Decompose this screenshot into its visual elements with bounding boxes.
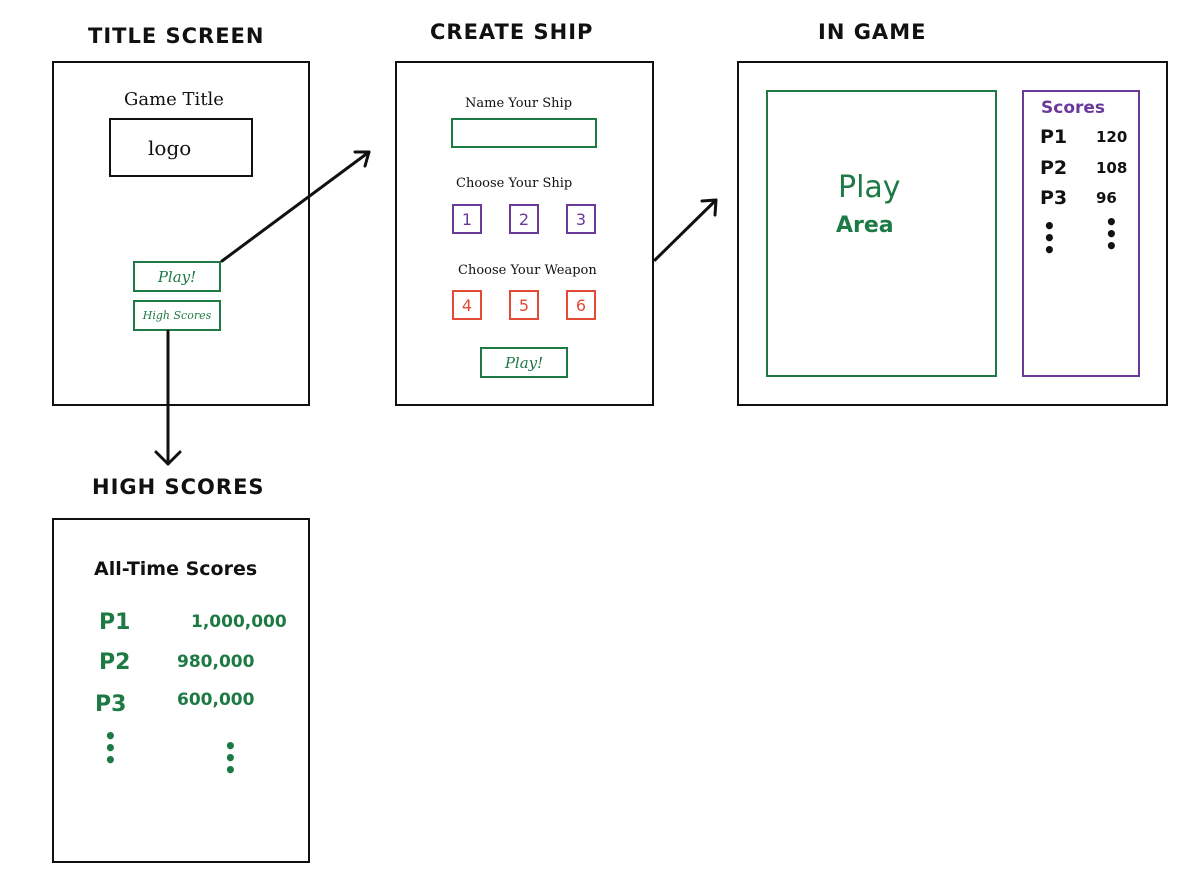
weapon-option-4[interactable]: 4: [452, 290, 482, 320]
choose-your-ship-label: Choose Your Ship: [456, 176, 573, 191]
ship-option-1[interactable]: 1: [452, 204, 482, 234]
score-row-player: P1: [1040, 126, 1068, 148]
score-row-value: 108: [1096, 159, 1128, 177]
play-area-label-line1: Play: [838, 170, 901, 205]
arrow-create-ship-to-in-game: [653, 198, 718, 262]
high-score-value: 980,000: [177, 652, 255, 672]
high-score-value: 600,000: [177, 690, 255, 710]
high-scores-frame: [52, 518, 310, 863]
arrowhead-in-game: [700, 198, 718, 217]
more-scores-ellipsis: •••: [1043, 214, 1056, 262]
score-row-player: P2: [1040, 157, 1068, 179]
high-scores-heading: HIGH SCORES: [92, 475, 265, 499]
choose-your-weapon-label: Choose Your Weapon: [458, 263, 597, 278]
weapon-option-6[interactable]: 6: [566, 290, 596, 320]
ship-name-input[interactable]: [451, 118, 597, 148]
high-score-player: P2: [99, 650, 131, 675]
high-score-value: 1,000,000: [191, 612, 287, 632]
more-high-scores-ellipsis: •••: [104, 724, 117, 772]
arrowhead-create-ship: [353, 150, 371, 168]
create-ship-play-button[interactable]: Play!: [480, 347, 568, 378]
logo-box: [109, 118, 253, 177]
arrowhead-high-scores: [154, 450, 182, 466]
scores-panel: [1022, 90, 1140, 377]
weapon-option-5[interactable]: 5: [509, 290, 539, 320]
game-title-label: Game Title: [124, 89, 224, 110]
high-score-player: P1: [99, 610, 131, 635]
in-game-heading: IN GAME: [818, 20, 927, 44]
in-game-frame: [737, 61, 1168, 406]
all-time-scores-title: All-Time Scores: [94, 558, 258, 580]
name-your-ship-label: Name Your Ship: [465, 96, 573, 111]
ship-option-3[interactable]: 3: [566, 204, 596, 234]
create-ship-heading: CREATE SHIP: [430, 20, 594, 44]
arrow-play-to-create-ship: [220, 150, 371, 263]
score-row-value: 120: [1096, 128, 1128, 146]
score-row-player: P3: [1040, 187, 1068, 209]
more-high-scores-ellipsis: •••: [224, 734, 237, 782]
title-screen-heading: TITLE SCREEN: [88, 24, 265, 48]
logo-label: logo: [148, 136, 192, 160]
high-score-player: P3: [95, 692, 127, 717]
play-area-label-line2: Area: [836, 213, 894, 238]
play-button[interactable]: Play!: [133, 261, 221, 292]
more-scores-ellipsis: •••: [1105, 210, 1118, 258]
score-row-value: 96: [1096, 189, 1117, 207]
ship-option-2[interactable]: 2: [509, 204, 539, 234]
play-area[interactable]: [766, 90, 997, 377]
scores-panel-title: Scores: [1041, 98, 1106, 118]
high-scores-button[interactable]: High Scores: [133, 300, 221, 331]
